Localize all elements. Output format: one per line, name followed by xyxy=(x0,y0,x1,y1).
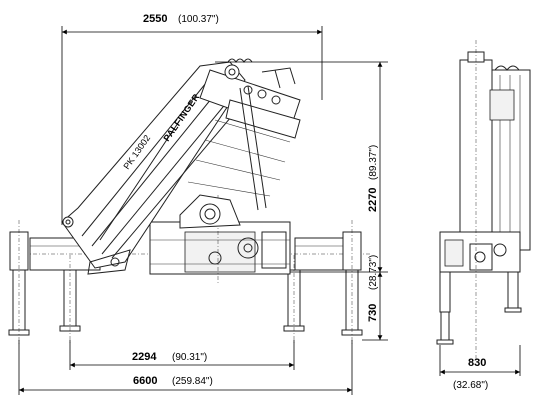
dim-2270: 2270 (89.37") xyxy=(215,61,388,272)
dim-2270-inch: (89.37") xyxy=(368,145,379,180)
dim-730: 730 (28.73") xyxy=(362,255,388,341)
dim-730-mm: 730 xyxy=(367,304,379,322)
dim-6600: 6600 (259.84") xyxy=(18,340,353,395)
dim-6600-mm: 6600 xyxy=(133,375,157,387)
dim-2294: 2294 (90.31") xyxy=(69,340,295,370)
dim-2550-inch: (100.37") xyxy=(178,14,219,25)
side-view xyxy=(436,40,531,360)
front-view: PALFINGER PK 13002 xyxy=(8,58,370,345)
boom-assembly xyxy=(61,58,301,275)
dim-830-inch: (32.68") xyxy=(453,380,488,391)
stabilizer-right xyxy=(283,220,363,345)
dim-830-mm: 830 xyxy=(468,357,486,369)
dim-830: 830 (32.68") xyxy=(439,345,521,391)
dim-6600-inch: (259.84") xyxy=(172,376,213,387)
dim-730-inch: (28.73") xyxy=(368,255,379,290)
dim-2550-mm: 2550 xyxy=(143,13,167,25)
dim-2294-mm: 2294 xyxy=(132,351,157,363)
dim-2270-mm: 2270 xyxy=(367,188,379,212)
crane-column xyxy=(179,194,241,229)
stabilizer-left xyxy=(8,220,81,345)
dim-2294-inch: (90.31") xyxy=(172,352,207,363)
dim-2550: 2550 (100.37") xyxy=(61,13,323,225)
crane-base xyxy=(149,195,291,285)
